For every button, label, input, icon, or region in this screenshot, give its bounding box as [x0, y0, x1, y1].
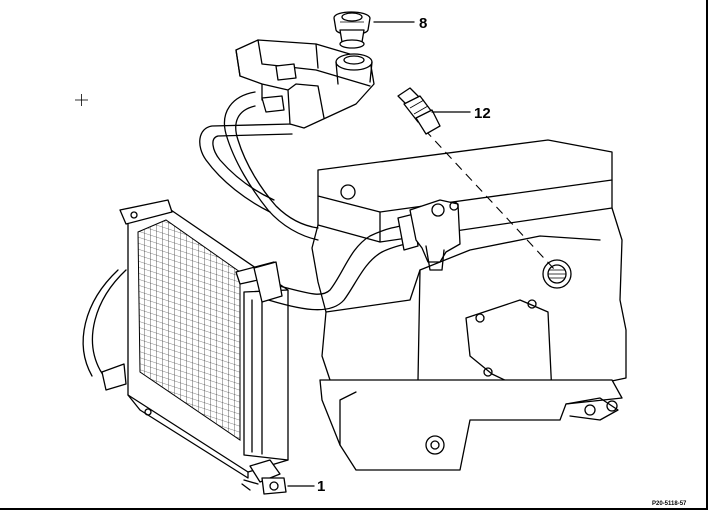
reference-code: P20-5118-57	[652, 501, 687, 507]
callout-drain: 1	[287, 478, 325, 495]
drain-plug	[241, 459, 287, 495]
sensor-location-line	[424, 129, 556, 271]
upper-radiator-hose	[253, 213, 419, 311]
thermostat-outlet	[409, 199, 461, 271]
callout-label-cap: 8	[419, 15, 427, 32]
temperature-sensor	[397, 87, 441, 135]
radiator	[82, 199, 289, 479]
expansion-tank	[235, 39, 375, 129]
callout-label-sensor: 12	[474, 105, 491, 122]
pressure-cap	[333, 11, 371, 49]
callout-cap: 8	[373, 15, 427, 32]
overflow-hose	[199, 123, 293, 213]
crosshair-mark	[75, 94, 88, 106]
callout-label-drain: 1	[317, 478, 325, 495]
engine-block	[311, 139, 627, 471]
callout-sensor: 12	[431, 105, 491, 122]
expansion-tank-hose	[223, 91, 319, 241]
